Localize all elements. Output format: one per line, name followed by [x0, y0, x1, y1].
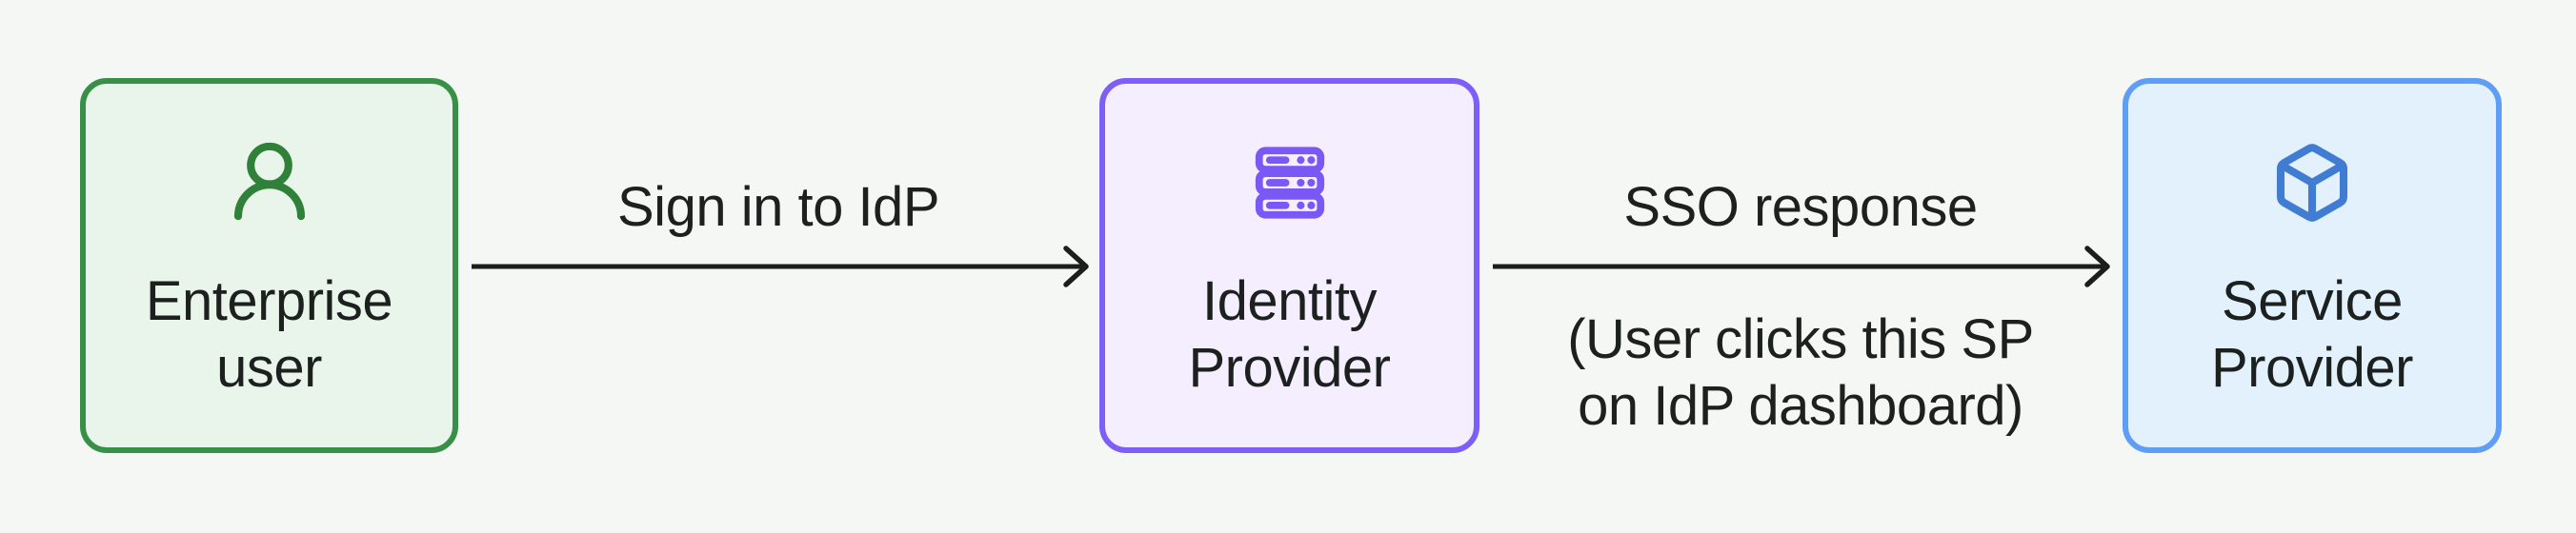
node-label-enterprise-user: Enterprise user: [145, 268, 393, 402]
node-label-line: Service: [2222, 270, 2403, 332]
edge-sublabel-sso-response: (User clicks this SP on IdP dashboard): [1477, 306, 2124, 440]
edge-sublabel-line: on IdP dashboard): [1578, 375, 2023, 437]
node-label-identity-provider: Identity Provider: [1189, 268, 1391, 402]
edge-label-sso-response: SSO response: [1623, 175, 1978, 238]
node-label-line: Enterprise: [145, 270, 393, 332]
node-label-service-provider: Service Provider: [2211, 268, 2413, 402]
user-icon: [228, 141, 312, 225]
node-label-line: user: [216, 337, 322, 399]
edge-sublabel-line: (User clicks this SP: [1567, 308, 2034, 370]
node-service-provider: Service Provider: [2123, 78, 2502, 453]
node-label-line: Identity: [1201, 270, 1377, 332]
arrow-right-icon: [1493, 246, 2110, 287]
node-label-line: Provider: [2211, 337, 2413, 399]
node-identity-provider: Identity Provider: [1099, 78, 1479, 453]
node-label-line: Provider: [1188, 337, 1391, 399]
arrow-right-icon: [472, 246, 1089, 287]
server-icon: [1248, 141, 1332, 225]
node-enterprise-user: Enterprise user: [80, 78, 458, 453]
cube-icon: [2270, 141, 2354, 225]
edge-label-sign-in-to-idp: Sign in to IdP: [617, 175, 940, 238]
